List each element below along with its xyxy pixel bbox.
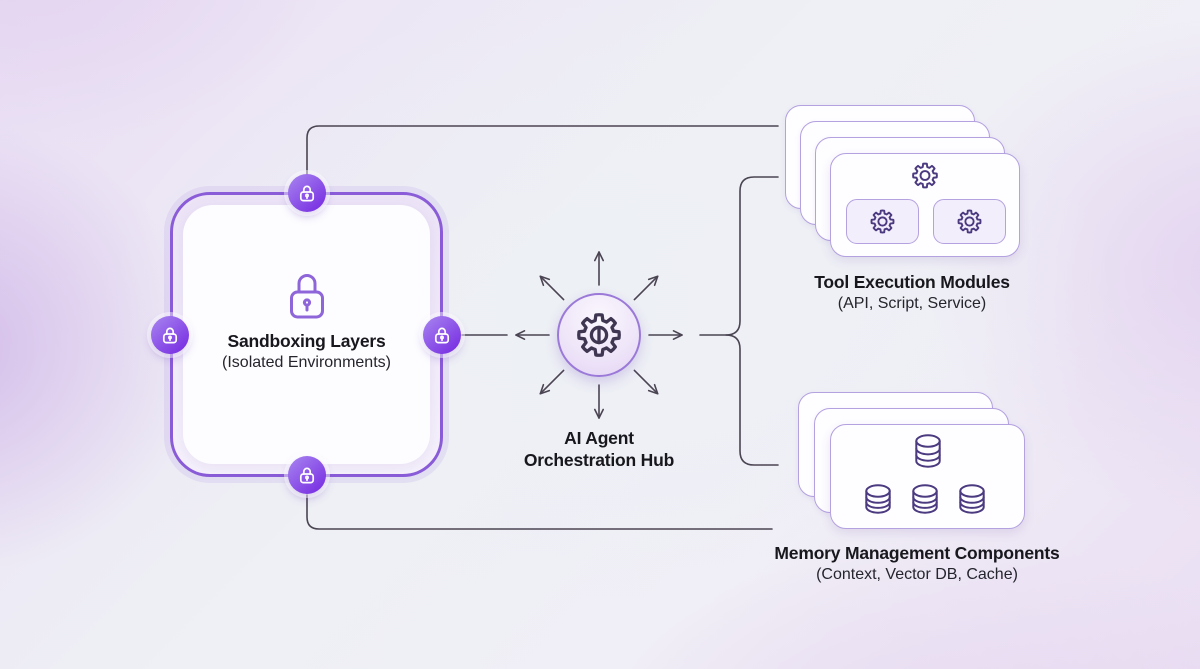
sandbox-box: Sandboxing Layers (Isolated Environments… bbox=[170, 192, 443, 477]
connector-sandbox-to-memory bbox=[306, 494, 773, 530]
hub-title-line1: AI Agent bbox=[564, 428, 634, 448]
database-icon bbox=[865, 484, 891, 514]
lock-badge-icon bbox=[160, 325, 180, 345]
sandbox-title: Sandboxing Layers bbox=[227, 331, 386, 351]
memory-label: Memory Management Components (Context, V… bbox=[717, 542, 1117, 586]
sandbox-content: Sandboxing Layers (Isolated Environments… bbox=[222, 271, 391, 374]
lock-badge-left bbox=[151, 316, 189, 354]
database-icon bbox=[914, 434, 941, 468]
tool-label: Tool Execution Modules (API, Script, Ser… bbox=[712, 271, 1112, 315]
memory-subtitle: (Context, Vector DB, Cache) bbox=[816, 566, 1018, 584]
tool-subtitle: (API, Script, Service) bbox=[837, 295, 987, 313]
gear-icon bbox=[870, 209, 895, 234]
memory-title: Memory Management Components bbox=[774, 543, 1060, 563]
gear-icon bbox=[912, 162, 939, 189]
sandbox-subtitle: (Isolated Environments) bbox=[222, 354, 391, 372]
tool-module-box bbox=[846, 199, 919, 244]
sandbox-card: Sandboxing Layers (Isolated Environments… bbox=[183, 205, 430, 464]
lock-badge-icon bbox=[297, 465, 317, 485]
tool-title: Tool Execution Modules bbox=[814, 272, 1010, 292]
hub-title-line2: Orchestration Hub bbox=[523, 450, 675, 471]
memory-card-front bbox=[830, 424, 1025, 529]
connector-hub-branch-up bbox=[699, 176, 779, 336]
gear-icon bbox=[957, 209, 982, 234]
database-icon bbox=[912, 484, 938, 514]
lock-badge-icon bbox=[432, 325, 452, 345]
lock-icon bbox=[284, 271, 330, 323]
database-icon bbox=[959, 484, 985, 514]
gear-icon bbox=[576, 312, 622, 358]
hub-circle bbox=[557, 293, 641, 377]
connector-sandbox-to-tools bbox=[306, 125, 779, 175]
tool-card-front bbox=[830, 153, 1020, 257]
radial-arrows-icon bbox=[515, 251, 683, 419]
tool-module-box bbox=[933, 199, 1006, 244]
lock-badge-top bbox=[288, 174, 326, 212]
lock-badge-bottom bbox=[288, 456, 326, 494]
connector-hub-branch-down bbox=[725, 334, 779, 466]
lock-badge-icon bbox=[297, 183, 317, 203]
hub-label: AI Agent Orchestration Hub bbox=[499, 427, 699, 472]
lock-badge-right bbox=[423, 316, 461, 354]
